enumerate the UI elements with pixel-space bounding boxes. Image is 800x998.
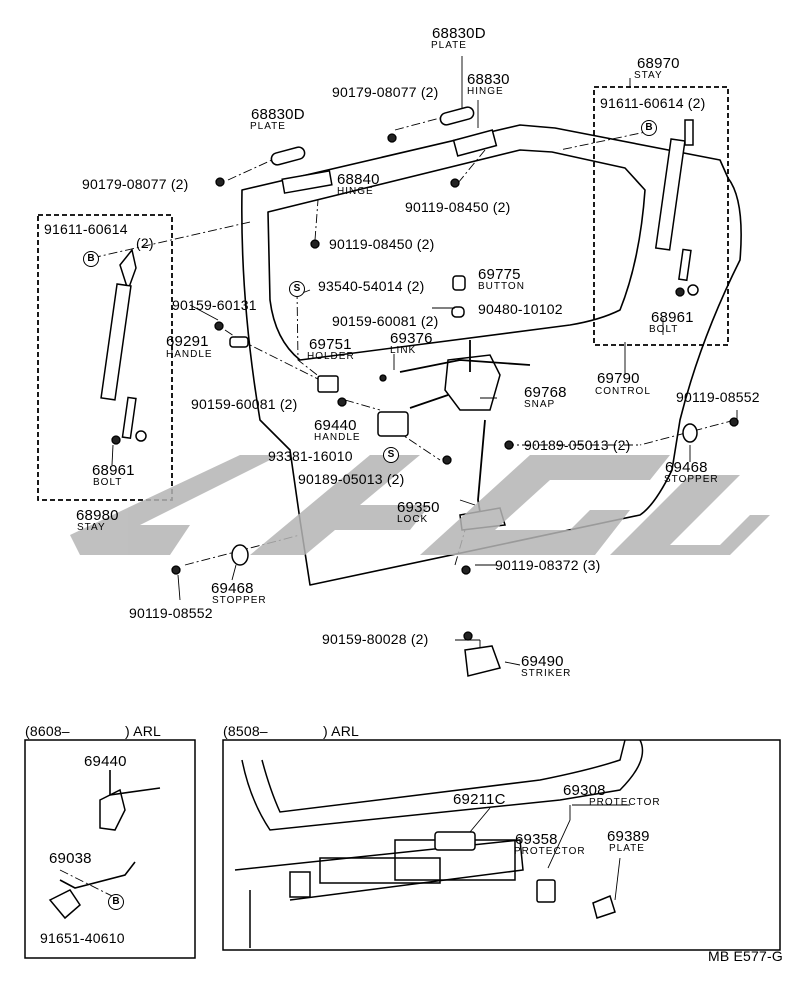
part-69468-left-number: 69468 — [211, 580, 254, 597]
part-68970-name: STAY — [634, 70, 663, 81]
door-outline — [241, 124, 742, 586]
inset-right-title-end: ) ARL — [323, 723, 360, 739]
inset-left-frame — [24, 739, 196, 959]
part-69376-name: LINK — [390, 345, 417, 356]
part-90159-60081-b: 90159-60081 (2) — [191, 396, 298, 412]
part-69768-name: SNAP — [524, 399, 556, 410]
part-69751-number: 69751 — [309, 336, 352, 353]
part-93540-54014: 93540-54014 (2) — [318, 278, 425, 294]
inset-right-part-69358-name: PROTECTOR — [514, 846, 586, 857]
window-outline — [267, 149, 646, 361]
inset-left-part-91651-40610: 91651-40610 — [40, 930, 125, 946]
part-69350-name: LOCK — [397, 514, 429, 525]
part-69490-number: 69490 — [521, 653, 564, 670]
inset-left-title-end: ) ARL — [125, 723, 162, 739]
part-69291-number: 69291 — [166, 333, 209, 350]
inset-right-part-69389-name: PLATE — [609, 843, 645, 854]
inset-right-part-69308-name: PROTECTOR — [589, 797, 661, 808]
part-68840-name: HINGE — [337, 186, 374, 197]
part-69768-number: 69768 — [524, 384, 567, 401]
inset-left-part-69440: 69440 — [84, 753, 127, 770]
part-68961-left-name: BOLT — [93, 477, 123, 488]
part-69440-name: HANDLE — [314, 432, 361, 443]
left-stay-box — [37, 214, 173, 501]
part-90119-08552-right: 90119-08552 — [676, 389, 760, 405]
part-69775-number: 69775 — [478, 266, 521, 283]
part-69440-number: 69440 — [314, 417, 357, 434]
part-68980-name: STAY — [77, 522, 106, 533]
part-69468-right-number: 69468 — [665, 459, 708, 476]
part-69376-number: 69376 — [390, 330, 433, 347]
part-68830-name: HINGE — [467, 86, 504, 97]
inset-right-title-start: (8508– — [223, 723, 268, 739]
symbol-b-icon: B — [108, 894, 124, 910]
part-68830D-top-name: PLATE — [431, 40, 467, 51]
part-69790-name: CONTROL — [595, 386, 651, 397]
part-69468-right-name: STOPPER — [664, 474, 719, 485]
inset-right-part-69358-number: 69358 — [515, 831, 558, 848]
part-90119-08450-a: 90119-08450 (2) — [405, 199, 511, 215]
part-91611-60614-right: 91611-60614 (2) — [600, 95, 706, 111]
part-69468-left-name: STOPPER — [212, 595, 267, 606]
part-90159-80028: 90159-80028 (2) — [322, 631, 429, 647]
part-90189-05013-a: 90189-05013 (2) — [524, 437, 631, 453]
part-69775-name: BUTTON — [478, 281, 525, 292]
part-90119-08552-left: 90119-08552 — [129, 605, 213, 621]
part-90159-60131: 90159-60131 — [172, 297, 257, 313]
right-stay-box — [593, 86, 729, 346]
symbol-b-icon: B — [641, 120, 657, 136]
inset-right-part-69389-number: 69389 — [607, 828, 650, 845]
part-69350-number: 69350 — [397, 499, 440, 516]
part-90119-08450-b: 90119-08450 (2) — [329, 236, 435, 252]
part-69751-name: HOLDER — [307, 351, 355, 362]
part-90179-08077-b: 90179-08077 (2) — [82, 176, 189, 192]
part-90119-08372: 90119-08372 (3) — [495, 557, 601, 573]
inset-left-title-start: (8608– — [25, 723, 70, 739]
part-68830-number: 68830 — [467, 71, 510, 88]
symbol-s-icon: S — [289, 281, 305, 297]
inset-right-part-69211C: 69211C — [453, 791, 506, 808]
symbol-s-icon: S — [383, 447, 399, 463]
part-68961-right-name: BOLT — [649, 324, 679, 335]
part-68830D-top-number: 68830D — [432, 25, 486, 42]
part-69291-name: HANDLE — [166, 349, 213, 360]
part-90159-60081-a: 90159-60081 (2) — [332, 313, 439, 329]
part-68980-number: 68980 — [76, 507, 119, 524]
part-68830D-left-name: PLATE — [250, 121, 286, 132]
part-68840-number: 68840 — [337, 171, 380, 188]
inset-left-part-69038: 69038 — [49, 850, 92, 867]
part-91611-60614-left-qty: (2) — [136, 235, 154, 251]
part-93381-16010: 93381-16010 — [268, 448, 353, 464]
part-90179-08077-a: 90179-08077 (2) — [332, 84, 439, 100]
part-69490-name: STRIKER — [521, 668, 572, 679]
part-90480-10102: 90480-10102 — [478, 301, 563, 317]
part-68830D-left-number: 68830D — [251, 106, 305, 123]
figure-code: MB E577-G — [708, 948, 783, 964]
inset-right-frame — [222, 739, 781, 951]
part-68961-right-number: 68961 — [651, 309, 694, 326]
part-68970-number: 68970 — [637, 55, 680, 72]
part-68961-left-number: 68961 — [92, 462, 135, 479]
part-69790-number: 69790 — [597, 370, 640, 387]
symbol-b-icon: B — [83, 251, 99, 267]
inset-right-part-69308-number: 69308 — [563, 782, 606, 799]
part-90189-05013-b: 90189-05013 (2) — [298, 471, 405, 487]
part-91611-60614-left: 91611-60614 — [44, 221, 128, 237]
